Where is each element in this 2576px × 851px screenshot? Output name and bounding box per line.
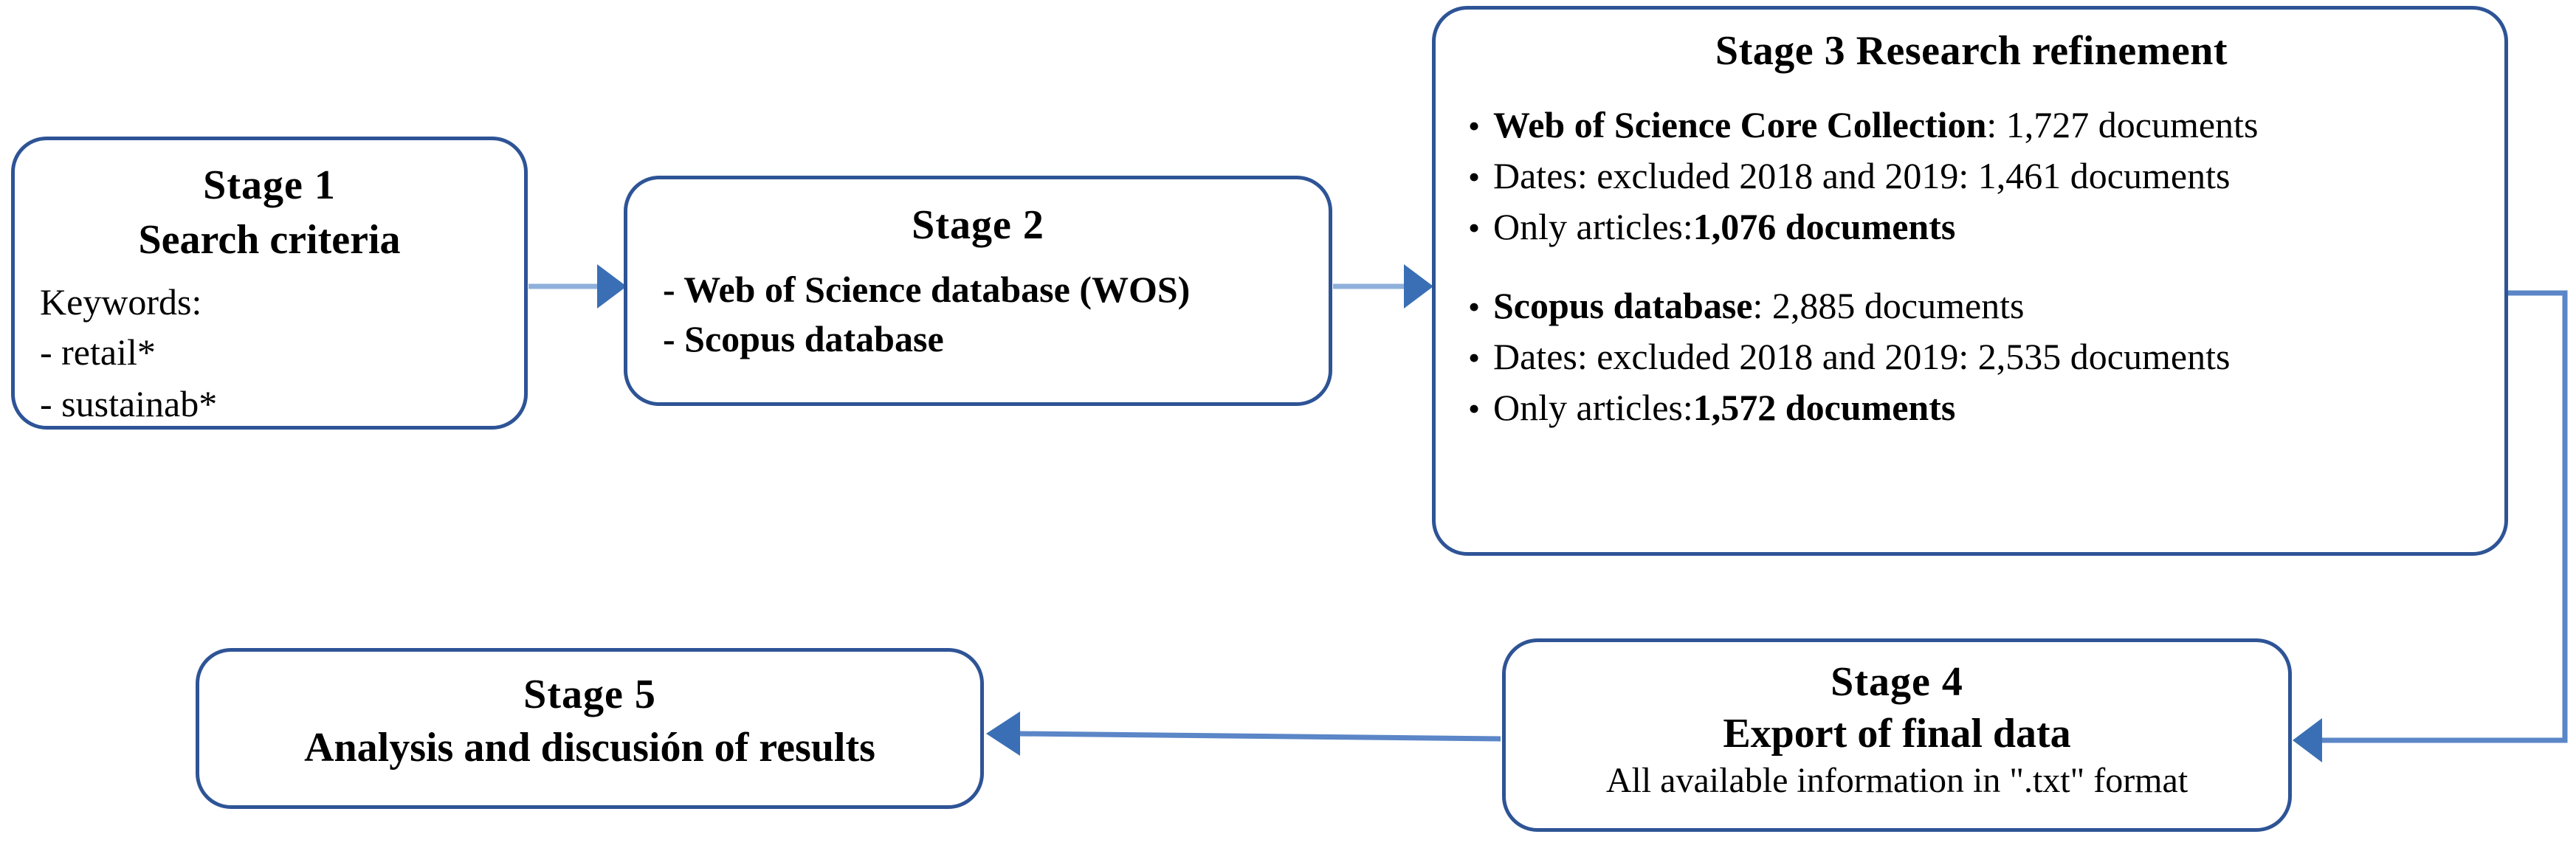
connector-stage1-to-stage2 [528, 264, 627, 309]
bullet-text: : 2,885 documents [1752, 285, 2025, 326]
bullet-icon: • [1468, 209, 1481, 247]
connector-stage4-to-stage5 [986, 712, 1501, 756]
stage-1-box: Stage 1 Search criteria Keywords: - reta… [11, 137, 528, 430]
stage-3-title: Stage 3 Research refinement [1715, 28, 2228, 74]
bullet-strong-tail: 1,572 documents [1692, 387, 1956, 428]
bullet-icon: • [1468, 390, 1481, 427]
stage-1-subtitle: Search criteria [138, 217, 401, 263]
stage-5-title: Stage 5 [523, 672, 656, 717]
list-item: - Web of Science database (WOS) [663, 269, 1191, 310]
stage-5-subtitle: Analysis and discusión of results [304, 725, 875, 771]
bullet-text: Dates: excluded 2018 and 2019: 1,461 doc… [1493, 155, 2231, 196]
bullet-line: • Web of Science Core Collection : 1,727… [1468, 100, 2475, 151]
stage-2-box: Stage 2 - Web of Science database (WOS) … [624, 176, 1332, 406]
stage-3-box: Stage 3 Research refinement • Web of Sci… [1432, 6, 2508, 556]
bullet-line: • Only articles: 1,076 documents [1468, 201, 2475, 252]
bullet-text: Only articles: [1493, 206, 1693, 247]
bullet-strong-text: Scopus database [1493, 285, 1753, 326]
stage-4-subtitle: Export of final data [1723, 711, 2071, 757]
bullet-text: Only articles: [1493, 387, 1693, 428]
bullet-icon: • [1468, 339, 1481, 376]
bullet-strong-tail: 1,076 documents [1692, 206, 1956, 247]
stage-1-title: Stage 1 [203, 162, 336, 208]
stage-5-box: Stage 5 Analysis and discusión of result… [196, 648, 984, 809]
stage-4-note: All available information in ".txt" form… [1605, 761, 2188, 800]
stage-3-scopus-group: • Scopus database : 2,885 documents • Da… [1468, 280, 2475, 433]
stage-2-database-list: - Web of Science database (WOS) - Scopus… [652, 265, 1190, 364]
bullet-text: Dates: excluded 2018 and 2019: 2,535 doc… [1493, 336, 2231, 377]
connector-stage2-to-stage3 [1333, 264, 1433, 309]
bullet-line: • Dates: excluded 2018 and 2019: 1,461 d… [1468, 151, 2475, 201]
bullet-line: • Dates: excluded 2018 and 2019: 2,535 d… [1468, 331, 2475, 382]
bullet-strong-text: Web of Science Core Collection [1493, 104, 1987, 145]
stage-2-title: Stage 2 [912, 202, 1044, 248]
stage-1-keywords-label: Keywords: [40, 281, 202, 323]
bullet-icon: • [1468, 107, 1481, 145]
stage-3-wos-group: • Web of Science Core Collection : 1,727… [1468, 100, 2475, 252]
stage-4-box: Stage 4 Export of final data All availab… [1502, 638, 2292, 832]
bullet-line: • Scopus database : 2,885 documents [1468, 280, 2475, 331]
bullet-icon: • [1468, 158, 1481, 196]
stage-4-title: Stage 4 [1831, 659, 1963, 705]
stage-1-keyword-item: - retail* [40, 331, 156, 373]
list-item: - Scopus database [663, 318, 944, 359]
stage-1-keyword-item: - sustainab* [40, 383, 218, 424]
bullet-icon: • [1468, 288, 1481, 325]
bullet-text: : 1,727 documents [1986, 104, 2259, 145]
bullet-line: • Only articles: 1,572 documents [1468, 382, 2475, 433]
